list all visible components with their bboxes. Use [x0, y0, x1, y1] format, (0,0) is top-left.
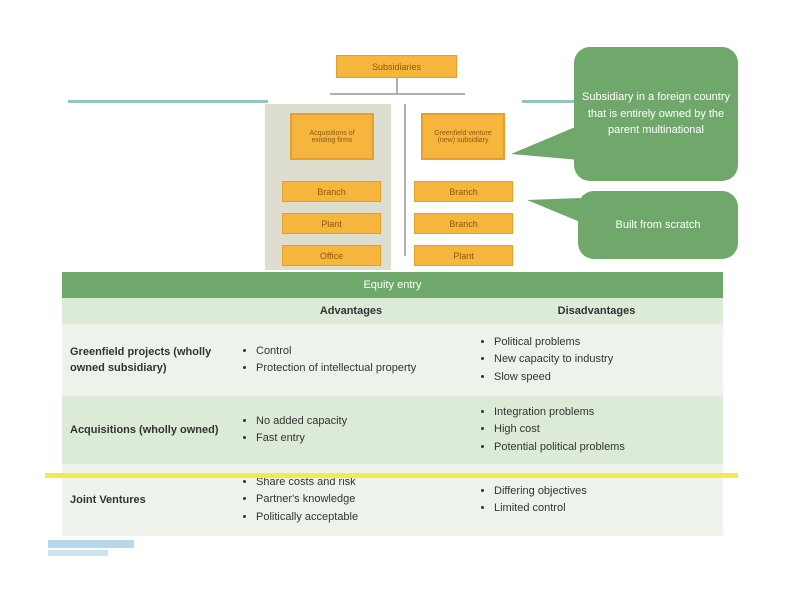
disadvantages-cell: Integration problems High cost Potential… [470, 396, 723, 464]
bubble-pointer-scratch [527, 198, 580, 222]
org-right-item: Plant [414, 245, 513, 266]
list-item: Differing objectives [494, 483, 587, 500]
publisher-logo [48, 540, 134, 558]
row-label: Greenfield projects (wholly owned subsid… [70, 345, 212, 375]
built-from-scratch-bubble: Built from scratch [578, 191, 738, 259]
header-disadvantages: Disadvantages [557, 305, 636, 317]
list-item: Fast entry [256, 430, 347, 447]
list-item: Potential political problems [494, 439, 625, 456]
org-right-item: Branch [414, 213, 513, 234]
list-item: Share costs and risk [256, 474, 358, 491]
table-header-row: Advantages Disadvantages [62, 298, 723, 324]
header-advantages: Advantages [319, 305, 383, 317]
org-left-big-box: Acquisitions of existing firms [290, 113, 374, 160]
list-item: No added capacity [256, 413, 347, 430]
connector [330, 93, 465, 95]
advantages-cell: No added capacity Fast entry [232, 396, 470, 464]
bubble-pointer-definition [511, 125, 580, 160]
list-item: Limited control [494, 500, 587, 517]
advantages-cell: Share costs and risk Partner's knowledge… [232, 464, 470, 536]
logo-bar [48, 540, 134, 548]
list-item: Protection of intellectual property [256, 360, 416, 377]
decor-line-right [522, 100, 574, 103]
row-label: Joint Ventures [70, 493, 146, 506]
decor-line-left [68, 100, 268, 103]
table-title: Equity entry [62, 272, 723, 298]
org-right-item: Branch [414, 181, 513, 202]
table-row: Acquisitions (wholly owned) No added cap… [62, 396, 723, 464]
list-item: Political problems [494, 334, 613, 351]
advantages-cell: Control Protection of intellectual prope… [232, 324, 470, 396]
bubble-pointer [511, 125, 580, 222]
org-left-item: Plant [282, 213, 381, 234]
list-item: Politically acceptable [256, 509, 358, 526]
list-item: High cost [494, 421, 625, 438]
highlight-stroke [45, 473, 738, 478]
disadvantages-cell: Differing objectives Limited control [470, 464, 723, 536]
org-left-item: Branch [282, 181, 381, 202]
list-item: Integration problems [494, 404, 625, 421]
org-top-box: Subsidiaries [336, 55, 457, 78]
row-label: Acquisitions (wholly owned) [70, 423, 219, 436]
connector [404, 104, 406, 256]
org-left-item: Office [282, 245, 381, 266]
org-right-big-box: Greenfield venture (new) subsidiary [421, 113, 505, 160]
equity-entry-table: Equity entry Advantages Disadvantages Gr… [62, 272, 723, 536]
list-item: Partner's knowledge [256, 491, 358, 508]
definition-bubble: Subsidiary in a foreign country that is … [574, 47, 738, 181]
table-row: Greenfield projects (wholly owned subsid… [62, 324, 723, 396]
header-blank [62, 298, 232, 324]
disadvantages-cell: Political problems New capacity to indus… [470, 324, 723, 396]
connector [396, 78, 398, 94]
logo-bar [48, 550, 108, 556]
list-item: Control [256, 343, 416, 360]
list-item: New capacity to industry [494, 351, 613, 368]
list-item: Slow speed [494, 369, 613, 386]
